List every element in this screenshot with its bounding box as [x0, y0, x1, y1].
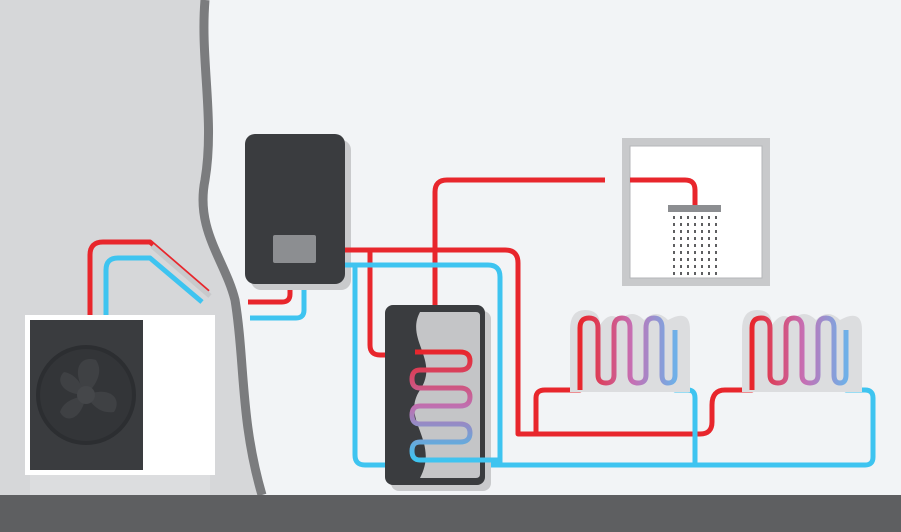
wall-to-indoor-pipes [248, 282, 307, 321]
hot-water-tank-icon [385, 305, 500, 491]
heat-pump-fan-icon [36, 345, 136, 445]
radiator-icon [742, 310, 862, 392]
radiator-icon [570, 310, 690, 392]
floor [0, 495, 901, 532]
indoor-unit-screen [273, 235, 316, 263]
shower-head-icon [622, 138, 770, 286]
outdoor-pipes [87, 239, 212, 318]
indoor-unit-icon [245, 134, 351, 290]
wall-edge [198, 0, 267, 497]
outdoor-heat-pump-unit [25, 315, 215, 495]
